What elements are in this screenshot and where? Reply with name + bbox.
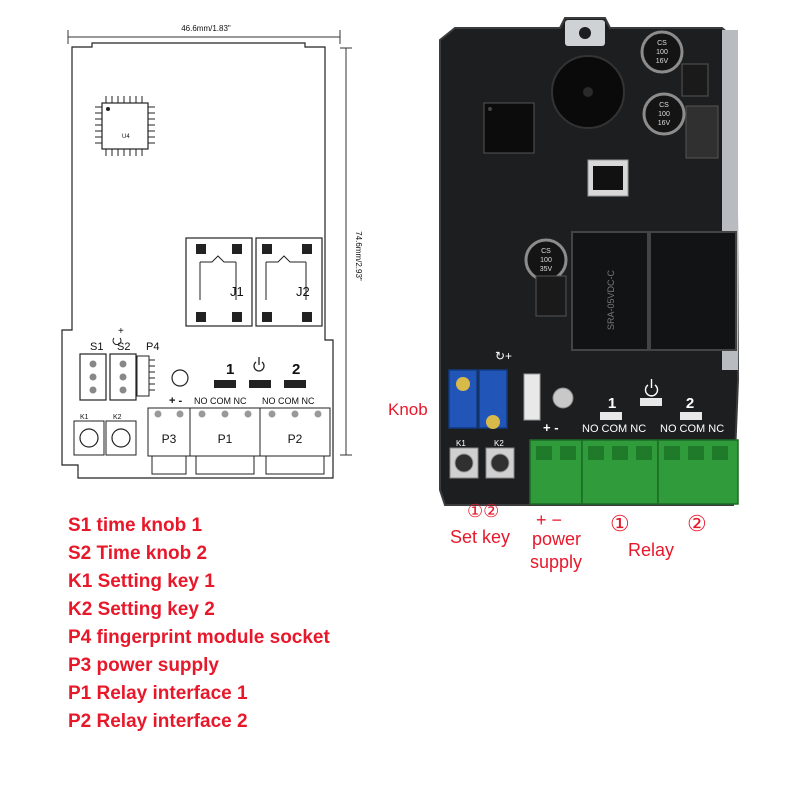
svg-text:100: 100: [540, 257, 552, 264]
key-k2: [105, 420, 137, 456]
socket-p4: [136, 355, 155, 397]
photo-trimmer-s1: [448, 369, 478, 429]
port-p3-label: P3: [162, 432, 177, 446]
legend-item: S1 time knob 1: [68, 515, 203, 536]
photo-led-power: [640, 398, 662, 406]
schematic-drawing: 46.6mm/1.83" 74.6mm/2.93" U4: [61, 24, 363, 479]
svg-text:SRA-05VDC-C: SRA-05VDC-C: [606, 269, 616, 330]
power-annotation: power: [532, 529, 581, 549]
inductor: [685, 105, 719, 159]
capacitor-1: CS 100 16V: [640, 30, 684, 74]
socket-p4-label: P4: [146, 341, 159, 353]
legend-item: P2 Relay interface 2: [68, 711, 248, 732]
relay-j2: J2: [255, 237, 323, 327]
relay-1-annotation: ①: [610, 511, 630, 536]
svg-text:CS: CS: [541, 248, 551, 255]
svg-text:CS: CS: [659, 102, 669, 109]
photo-key-k1: [449, 447, 479, 479]
relay-2-number: 2: [292, 361, 300, 378]
terminal-p1: P1: [189, 407, 261, 475]
photo-key-k1-label: K1: [456, 439, 466, 448]
photo-relay-2-number: 2: [686, 395, 694, 412]
svg-text:CS: CS: [657, 40, 667, 47]
board-photo: CS 100 16V CS 100 16V CS 100 35V SRA-05V…: [439, 17, 740, 506]
photo-led-1: [600, 412, 622, 420]
photo-terminal-p1: [581, 439, 659, 505]
relay-j1: J1: [185, 237, 253, 327]
svg-text:100: 100: [658, 111, 670, 118]
port-p2-label: P2: [288, 432, 303, 446]
photo-relay-1: SRA-05VDC-C: [571, 231, 649, 351]
svg-text:16V: 16V: [656, 58, 669, 65]
key-k1: [73, 420, 105, 456]
svg-text:100: 100: [656, 49, 668, 56]
port-p1-label: P1: [218, 432, 233, 446]
legend-item: P1 Relay interface 1: [68, 683, 248, 704]
schematic-contacts-1: NO COM NC: [194, 396, 247, 406]
capacitor-3: CS 100 35V: [524, 238, 568, 282]
photo-power-icon: [644, 379, 659, 397]
photo-mount-screw: [552, 387, 574, 409]
width-dimension-label: 46.6mm/1.83": [181, 24, 231, 33]
photo-led-2: [680, 412, 702, 420]
photo-trimmer-s2: [478, 369, 508, 429]
photo-key-k2: [485, 447, 515, 479]
transistor: [535, 275, 567, 317]
photo-terminal-p2: [657, 439, 739, 505]
terminal-p3: P3: [147, 407, 191, 475]
mounting-hole: [171, 369, 189, 387]
led-power: [249, 380, 271, 388]
switch-s2-label: S2: [117, 341, 130, 353]
set-key-numbers-annotation: ①②: [467, 501, 499, 521]
photo-terminal-p3: [529, 439, 583, 505]
component-legend: S1 time knob 1 S2 Time knob 2 K1 Setting…: [68, 512, 330, 736]
photo-key-k2-label: K2: [494, 439, 504, 448]
photo-chip: [483, 102, 535, 154]
key-k2-label: K2: [113, 414, 122, 421]
supply-annotation: supply: [530, 552, 582, 572]
key-k1-label: K1: [80, 414, 89, 421]
svg-text:↻+: ↻+: [495, 349, 512, 363]
photo-contacts-2: NO COM NC: [660, 423, 724, 435]
power-polarity-annotation: + −: [536, 510, 562, 530]
photo-contacts-1: NO COM NC: [582, 423, 646, 435]
svg-text:35V: 35V: [540, 266, 553, 273]
legend-item: K2 Setting key 2: [68, 599, 215, 620]
chip-label: U4: [122, 134, 130, 140]
legend-item: K1 Setting key 1: [68, 571, 215, 592]
svg-text:+: +: [118, 326, 124, 337]
schematic-contacts-2: NO COM NC: [262, 396, 315, 406]
knob-annotation: Knob: [388, 400, 428, 419]
legend-item: S2 Time knob 2: [68, 543, 208, 564]
legend-item: P3 power supply: [68, 655, 219, 676]
photo-relay-2: [649, 231, 737, 351]
terminal-p2: P2: [259, 407, 331, 475]
photo-polarity: + -: [543, 420, 559, 435]
svg-text:16V: 16V: [658, 120, 671, 127]
relay-2-annotation: ②: [687, 511, 707, 536]
led-1: [214, 380, 236, 388]
relay-annotation: Relay: [628, 540, 674, 560]
schematic-polarity: + -: [169, 395, 182, 407]
regulator: [681, 63, 709, 97]
relay-j1-label: J1: [230, 284, 244, 299]
height-dimension-label: 74.6mm/2.93": [354, 231, 363, 281]
led-2: [284, 380, 306, 388]
relay-j2-label: J2: [296, 284, 310, 299]
trimmer-s1: [79, 353, 107, 401]
legend-item: P4 fingerprint module socket: [68, 627, 330, 648]
photo-relay-1-number: 1: [608, 395, 616, 412]
power-icon: [253, 357, 265, 372]
trimmer-s2: [109, 353, 137, 401]
capacitor-2: CS 100 16V: [642, 92, 686, 136]
annotations: Knob ①② Set key + − power supply ① ② Rel…: [388, 400, 707, 572]
switch-s1-label: S1: [90, 341, 103, 353]
photo-socket-p4: [523, 373, 541, 421]
rotate-arrow-icon: [112, 337, 122, 346]
chip-u4: U4: [95, 96, 155, 156]
set-key-annotation: Set key: [450, 527, 510, 547]
relay-1-number: 1: [226, 361, 234, 378]
